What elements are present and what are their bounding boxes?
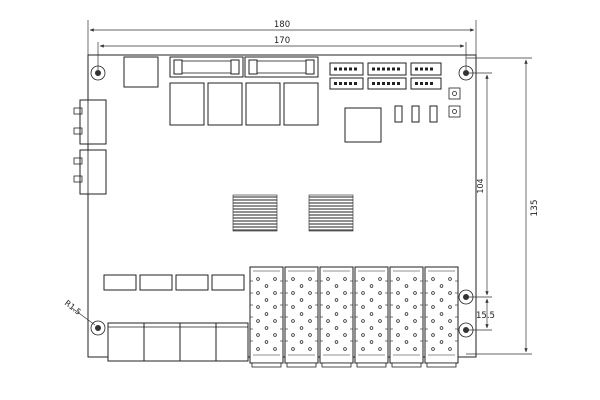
pad-square-lower: [448, 105, 461, 118]
header-connector-right: [244, 56, 319, 78]
heatsink-left: [232, 194, 278, 232]
dimension-overall-height-label: 135: [530, 199, 540, 216]
pad-lower-dot: [452, 109, 457, 114]
rj45-port-3: [179, 322, 217, 362]
dimension-overall-width-label: 180: [274, 20, 290, 30]
dimension-overall-width: 180: [87, 20, 477, 55]
sfp-cage-group: [249, 266, 459, 368]
ic-row: [103, 274, 245, 291]
top-square-component: [123, 56, 159, 88]
header-connector-left: [169, 56, 244, 78]
dimension-hole-spacing-width-label: 170: [274, 36, 290, 46]
pad-upper-dot: [452, 91, 457, 96]
dimension-hole-spacing-height-label: 104: [476, 178, 485, 193]
dimension-overall-height: 135: [466, 57, 540, 355]
sfp-cage-5: [389, 266, 424, 368]
sfp-cage-1: [249, 266, 284, 368]
mounting-hole-top-left: [90, 65, 106, 81]
power-connector-lower: [73, 149, 107, 195]
small-components: [394, 105, 438, 123]
sfp-cage-6: [424, 266, 459, 368]
ic-chip-main: [344, 107, 382, 143]
dimension-bottom-offset: 15.5: [466, 298, 495, 331]
pad-square-upper: [448, 87, 461, 100]
header-pins: [334, 67, 433, 85]
rj45-port-1: [107, 322, 145, 362]
mounting-hole-right-middle: [458, 289, 474, 305]
rj45-port-group: [107, 322, 249, 362]
rj45-port-2: [143, 322, 181, 362]
dimension-hole-spacing-height: 104: [466, 72, 492, 298]
sfp-cage-2: [284, 266, 319, 368]
mounting-hole-bottom-left: [90, 320, 106, 336]
mounting-hole-top-right: [458, 65, 474, 81]
power-connector-upper: [73, 99, 107, 145]
dimension-hole-spacing-width: 170: [97, 36, 467, 70]
dimension-bottom-offset-label: 15.5: [476, 311, 495, 321]
inductor-row: [169, 82, 319, 126]
heatsink-right: [308, 194, 354, 232]
rj45-port-4: [215, 322, 249, 362]
sfp-cage-4: [354, 266, 389, 368]
hole-radius-callout: R1.5: [63, 298, 96, 326]
sfp-cage-3: [319, 266, 354, 368]
mounting-hole-bottom-right: [458, 322, 474, 338]
